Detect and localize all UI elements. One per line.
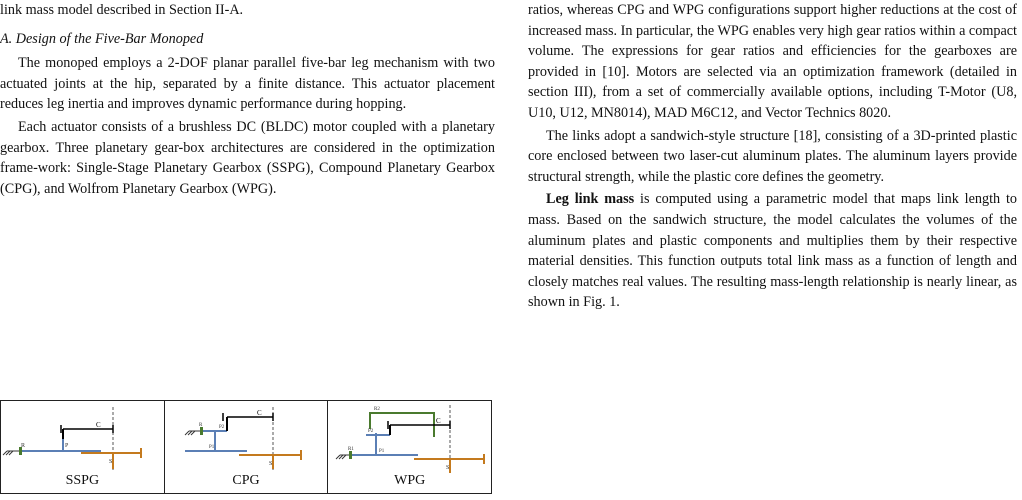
top-line: link mass model described in Section II-… [0,2,244,18]
section-heading: A. Design of the Five-Bar Monoped [0,30,204,47]
gearbox-figure: R P C S SSPG R P2 P1 C S [0,400,492,494]
sspg-diagram: R P C S [2,407,142,471]
wpg-p2-label: P2 [368,429,374,434]
sspg-r-label: R [21,443,25,449]
cpg-panel: R P2 P1 C S CPG [165,401,329,493]
wpg-r2-label: R2 [374,407,380,412]
left-column: link mass model described in Section II-… [0,0,495,199]
paragraph-actuator: Each actuator consists of a brushless DC… [0,118,495,197]
cpg-label: CPG [232,473,260,488]
wpg-c-label: C [436,417,441,425]
cpg-r-label: R [199,423,203,428]
sspg-p-label: P [65,443,69,449]
wpg-diagram: R2 R1 P2 P1 C S [335,405,486,475]
sspg-c-label: C [96,421,101,429]
cpg-diagram: R P2 P1 C S [184,407,302,471]
cpg-p1-label: P1 [209,445,215,450]
paragraph-five-bar: The monoped employs a 2-DOF planar paral… [0,55,495,113]
cpg-p2-label: P2 [219,425,225,430]
cpg-s-label: S [269,461,272,467]
cpg-c-label: C [257,409,262,417]
sspg-panel: R P C S SSPG [1,401,165,493]
wpg-label: WPG [394,473,426,488]
paragraph-links: The links adopt a sandwich-style structu… [528,127,1017,185]
sspg-label: SSPG [65,473,100,488]
wpg-s-label: S [446,465,449,471]
wpg-panel: R2 R1 P2 P1 C S WPG [328,401,491,493]
leg-link-mass-bold: Leg link mass [546,191,635,208]
paragraph-gear-ratios: ratios, whereas CPG and WPG configuratio… [528,2,1017,121]
wpg-r1-label: R1 [348,447,354,452]
wpg-p1-label: P1 [379,449,385,454]
right-column: ratios, whereas CPG and WPG configuratio… [528,0,1017,313]
leg-link-mass-text: is computed using a parametric model tha… [528,191,1017,311]
sspg-s-label: S [109,459,112,465]
paragraph-leg-link-mass: Leg link mass is computed using a parame… [528,189,1017,313]
